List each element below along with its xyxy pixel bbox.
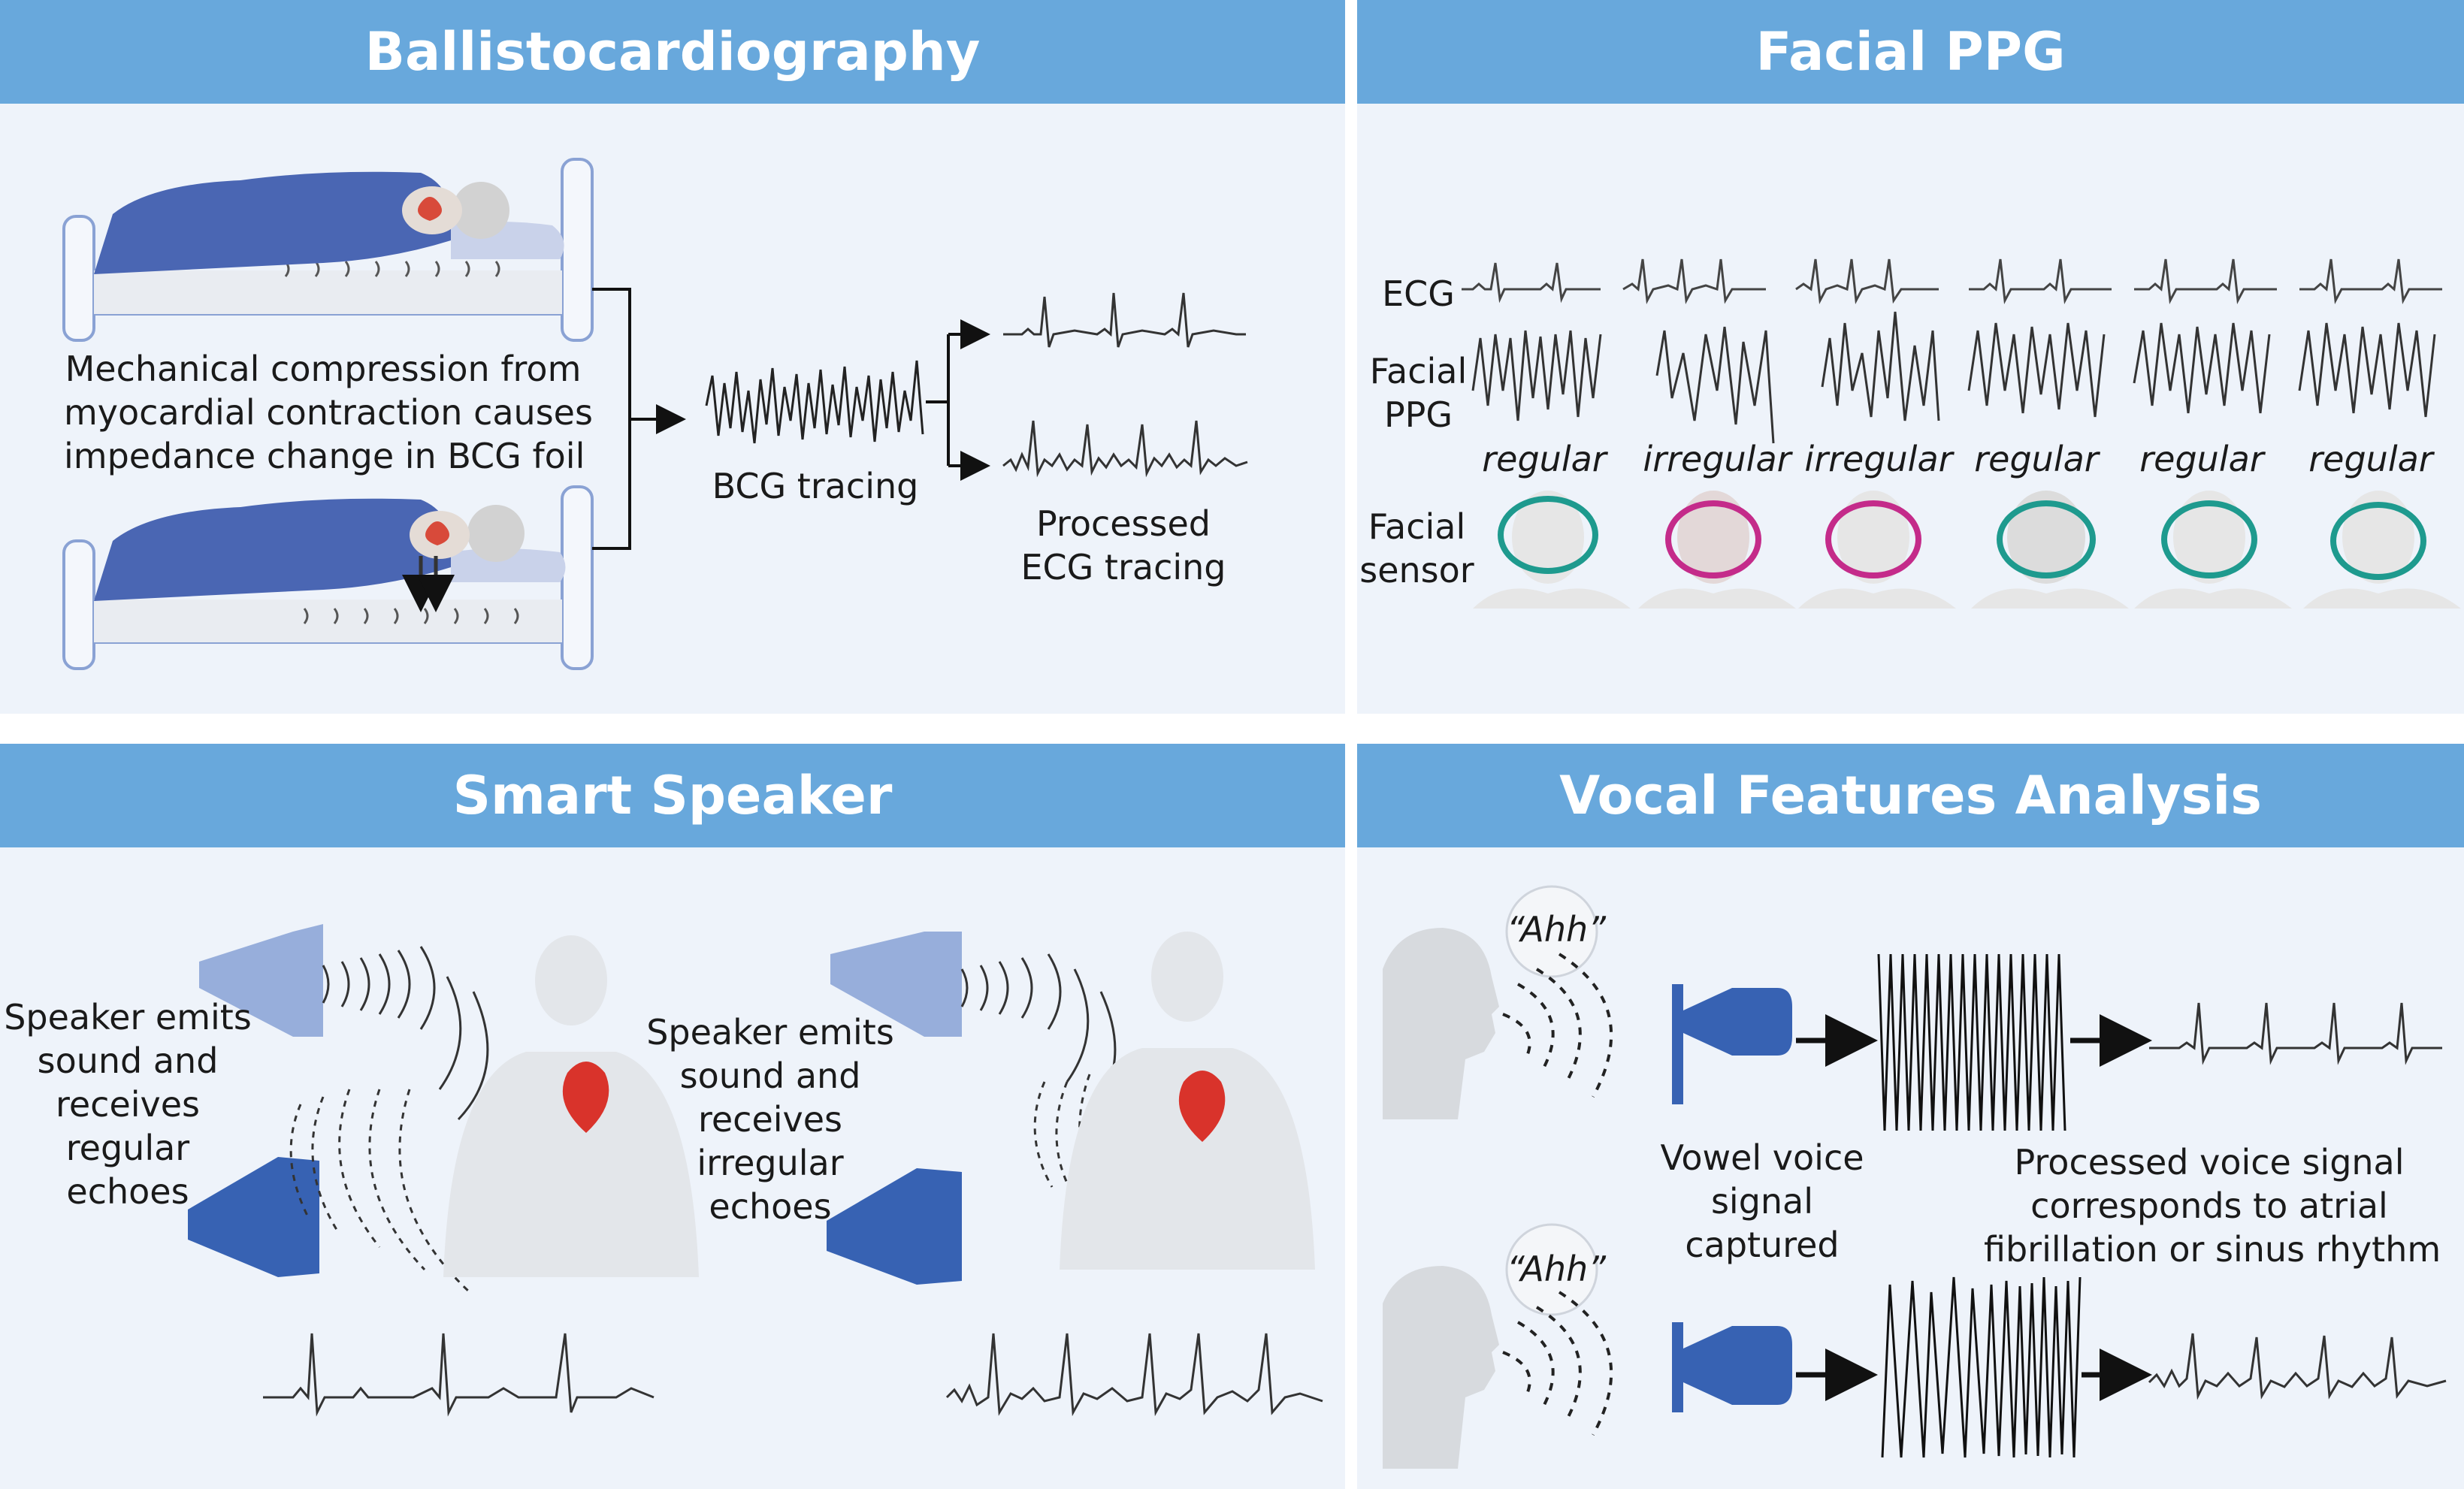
heart-icon (1178, 1071, 1226, 1142)
processed-ecg-top (1003, 292, 1246, 348)
caption-line: signal (1710, 1181, 1814, 1222)
speaker-ecg-left (263, 1333, 655, 1417)
speaker-left-caption: Speaker emits sound and receives regular… (0, 995, 255, 1213)
patient-icon-bottom (94, 498, 566, 612)
voice-waves-top (1502, 953, 1613, 1098)
panel-bcg (0, 0, 1345, 714)
processed-ecg-bottom (1002, 420, 1248, 478)
vocal-ecg-top (2149, 1002, 2442, 1065)
rhythm-label: irregular (1804, 439, 1953, 479)
header-vocal-title: Vocal Features Analysis (1559, 765, 2262, 826)
vowel-captured-caption: Vowel voice signal captured (1638, 1136, 1886, 1267)
ppg-signal-row (1471, 311, 2436, 444)
row-label-line: Facial (1368, 506, 1466, 547)
speaker-icon-right-bottom (827, 1168, 962, 1285)
processed-voice-caption: Processed voice signal corresponds to at… (1984, 1140, 2441, 1271)
caption-line: Vowel voice (1660, 1137, 1864, 1178)
header-bcg: Ballistocardiography (0, 0, 1345, 104)
head-icon-top (1383, 885, 1598, 1119)
header-vocal: Vocal Features Analysis (1357, 744, 2464, 847)
bcg-caption-line: Mechanical compression from (65, 349, 582, 389)
voice-waves-bottom (1502, 1291, 1613, 1436)
row-label-line: Facial (1369, 351, 1468, 391)
patient-icon-top (94, 171, 564, 274)
vocal-ecg-bottom (2148, 1333, 2447, 1400)
row-label-line: sensor (1359, 550, 1474, 590)
rhythm-label: regular (2139, 439, 2264, 479)
row-label-line: PPG (1383, 394, 1453, 435)
speaker-right-caption: Speaker emits sound and receives irregul… (642, 1010, 898, 1228)
caption-line: receives (55, 1084, 201, 1125)
processed-ecg-label: Processed ECG tracing (999, 502, 1247, 589)
speaker-icon-left-bottom (188, 1157, 319, 1277)
caption-line: echoes (709, 1186, 832, 1227)
caption-line: Speaker emits (646, 1012, 894, 1053)
ppg-ecg-row (1462, 258, 2442, 304)
header-ppg-title: Facial PPG (1755, 21, 2066, 83)
caption-line: sound and (679, 1056, 861, 1096)
caption-line: irregular (697, 1143, 844, 1183)
voice-signal-bottom (1881, 1276, 2082, 1458)
bed-icon-top (62, 158, 594, 342)
speaker-ecg-right (945, 1333, 1323, 1417)
bcg-tracing (705, 360, 924, 444)
row-label-ecg: ECG (1382, 273, 1455, 314)
bcg-caption-line: impedance change in BCG foil (64, 436, 585, 476)
speaker-icon-vocal-top (1683, 988, 1792, 1056)
speaker-icon-left-top (199, 924, 323, 1037)
bcg-tracing-label: BCG tracing (712, 466, 919, 506)
caption-line: regular (65, 1128, 190, 1168)
speech-bubble-text-bottom: “Ahh” (1507, 1249, 1606, 1289)
processed-ecg-line: ECG tracing (1020, 547, 1226, 587)
torso-icon-left (443, 935, 699, 1277)
caption-line: corresponds to atrial (2030, 1185, 2388, 1226)
caption-line: Processed voice signal (2014, 1142, 2405, 1182)
bed-icon-bottom (62, 485, 594, 670)
row-label-ppg: Facial PPG (1368, 349, 1469, 436)
caption-line: receives (697, 1099, 843, 1140)
caption-line: sound and (37, 1040, 219, 1081)
speech-bubble-icon (1505, 1223, 1598, 1316)
heart-icon (562, 1062, 609, 1133)
speech-bubble-icon (1505, 885, 1598, 978)
rhythm-label: regular (1974, 439, 2099, 479)
rhythm-label: regular (1482, 439, 1607, 479)
caption-line: fibrillation or sinus rhythm (1984, 1229, 2441, 1270)
header-ppg: Facial PPG (1357, 0, 2464, 104)
head-icon-bottom (1383, 1223, 1598, 1469)
caption-line: captured (1685, 1225, 1840, 1265)
header-speaker-title: Smart Speaker (452, 765, 893, 826)
torso-icon-right (1060, 932, 1315, 1270)
speech-bubble-text-top: “Ahh” (1507, 909, 1606, 950)
header-speaker: Smart Speaker (0, 744, 1345, 847)
processed-ecg-line: Processed (1036, 503, 1211, 544)
rhythm-label: irregular (1643, 439, 1791, 479)
bcg-caption-line: myocardial contraction causes (64, 392, 593, 433)
bcg-caption: Mechanical compression from myocardial c… (64, 347, 593, 478)
header-bcg-title: Ballistocardiography (364, 21, 981, 83)
panel-vocal (1357, 744, 2464, 1489)
caption-line: Speaker emits (4, 997, 252, 1037)
face-icon-row (1473, 491, 2461, 609)
speaker-icon-right-top (830, 932, 962, 1037)
rhythm-label: regular (2308, 439, 2433, 479)
sound-waves-left (289, 946, 489, 1294)
speaker-icon-vocal-bottom (1683, 1326, 1792, 1405)
row-label-sensor: Facial sensor (1359, 505, 1475, 592)
caption-line: echoes (66, 1171, 189, 1212)
voice-signal-top (1877, 953, 2066, 1131)
